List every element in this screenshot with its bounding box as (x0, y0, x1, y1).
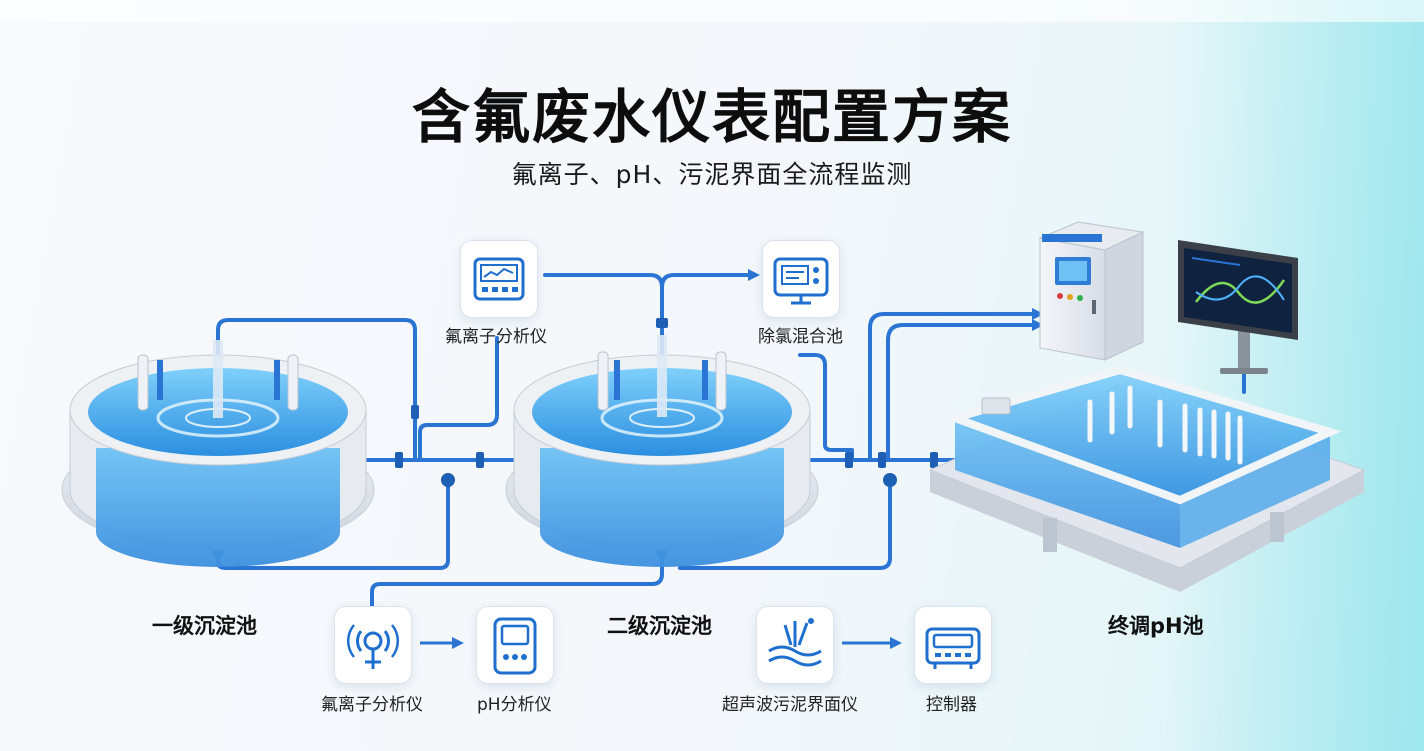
tank-secondary-sedimentation (505, 335, 819, 567)
fluoride-analyzer-label-top: 氟离子分析仪 (445, 327, 547, 347)
arrow-to-cabinet-2 (1032, 319, 1044, 331)
tank1-label: 一级沉淀池 (152, 614, 257, 638)
ultrasonic-sludge-label: 超声波污泥界面仪 (722, 695, 858, 715)
tank2-label: 二级沉淀池 (607, 614, 712, 638)
ph-analyzer-label: pH分析仪 (477, 695, 552, 715)
monitor-panel-icon (773, 257, 829, 305)
fluoride-sensor-icon (347, 624, 399, 669)
fluoride-analyzer-card-bottom[interactable] (334, 606, 412, 684)
fluoride-analyzer-card-top[interactable] (460, 240, 538, 318)
controller-card[interactable] (914, 606, 992, 684)
arrow-to-ph-meter (452, 637, 464, 649)
dechlorination-mixing-card[interactable] (762, 240, 840, 318)
top-signal-pipe (543, 273, 750, 362)
ph-meter-icon (493, 617, 537, 675)
ph-analyzer-card[interactable] (476, 606, 554, 684)
sensor-signal-pipe (370, 546, 664, 608)
analyzer-panel-icon (473, 257, 525, 301)
cabinet-feed-pipe-2 (886, 323, 1034, 462)
tank-primary-sedimentation (61, 340, 375, 567)
arrow-to-mixing (748, 269, 760, 281)
controller-icon (925, 627, 981, 669)
pipe-arrows (452, 269, 1044, 649)
tank1-inlet-pipe (216, 318, 417, 462)
tank3-label: 终调pH池 (1108, 614, 1204, 638)
ultrasonic-sludge-card[interactable] (756, 606, 834, 684)
control-cabinet (1038, 221, 1145, 361)
dechlorination-mixing-label: 除氯混合池 (758, 327, 843, 347)
fluoride-analyzer-label-bottom: 氟离子分析仪 (321, 695, 423, 715)
arrow-to-controller (890, 637, 902, 649)
tank2-bottom-pipe (678, 483, 892, 570)
tank-final-ph-adjustment (928, 365, 1366, 592)
ph-probes (1087, 385, 1243, 465)
mixing-drop-pipe (798, 353, 854, 462)
background-top (0, 0, 1424, 22)
arrow-to-cabinet-1 (1032, 308, 1044, 320)
page-subtitle: 氟离子、pH、污泥界面全流程监测 (511, 160, 913, 189)
analyzer1-drop-pipe (418, 336, 499, 462)
ultrasonic-sludge-icon (768, 618, 822, 667)
trend-monitor (1178, 240, 1298, 374)
background-tint (1164, 0, 1424, 751)
page-title: 含氟废水仪表配置方案 (411, 83, 1012, 151)
controller-label: 控制器 (926, 695, 977, 715)
cabinet-feed-pipe-1 (868, 312, 1034, 462)
